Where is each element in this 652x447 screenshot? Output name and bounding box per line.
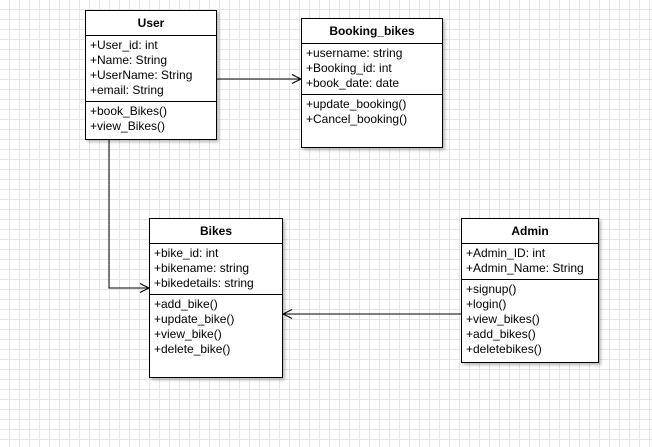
operation-row: +view_Bikes(): [90, 119, 166, 133]
attribute-row: +bike_id: int: [154, 246, 219, 260]
operation-row: +signup(): [466, 282, 517, 296]
operation-row: +login(): [466, 297, 507, 311]
operation-row: +deletebikes(): [466, 342, 542, 356]
class-name: Bikes: [150, 219, 282, 244]
attribute-row: +username: string: [306, 46, 403, 60]
operation-row: +book_Bikes(): [90, 104, 168, 118]
class-box-admin[interactable]: Admin+Admin_ID: int+Admin_Name: String+s…: [461, 218, 599, 363]
attribute-row: +bikedetails: string: [154, 276, 254, 290]
association-user-to-booking[interactable]: [217, 74, 303, 84]
operation-row: +update_bike(): [154, 312, 235, 326]
attribute-row: +User_id: int: [90, 38, 158, 52]
attribute-row: +Admin_Name: String: [466, 261, 584, 275]
attributes-compartment: +User_id: int+Name: String+UserName: Str…: [86, 36, 216, 102]
class-box-user[interactable]: User+User_id: int+Name: String+UserName:…: [85, 10, 217, 140]
association-admin-to-bikes[interactable]: [281, 309, 461, 319]
attribute-row: +UserName: String: [90, 68, 193, 82]
association-user-to-bikes[interactable]: [108, 140, 151, 293]
class-name: Booking_bikes: [302, 19, 442, 44]
operations-compartment: +book_Bikes()+view_Bikes(): [86, 102, 216, 139]
operation-row: +view_bikes(): [466, 312, 540, 326]
attribute-row: +Name: String: [90, 53, 168, 67]
class-box-bikes[interactable]: Bikes+bike_id: int+bikename: string+bike…: [149, 218, 283, 378]
class-name: User: [86, 11, 216, 36]
attributes-compartment: +bike_id: int+bikename: string+bikedetai…: [150, 244, 282, 295]
operations-compartment: +signup()+login()+view_bikes()+add_bikes…: [462, 280, 598, 362]
operations-compartment: +add_bike()+update_bike()+view_bike()+de…: [150, 295, 282, 377]
operation-row: +add_bikes(): [466, 327, 536, 341]
attribute-row: +book_date: date: [306, 76, 400, 90]
attribute-row: +email: String: [90, 83, 164, 97]
attribute-row: +Booking_id: int: [306, 61, 392, 75]
attributes-compartment: +username: string+Booking_id: int+book_d…: [302, 44, 442, 95]
attribute-row: +Admin_ID: int: [466, 246, 546, 260]
operation-row: +add_bike(): [154, 297, 218, 311]
class-name: Admin: [462, 219, 598, 244]
operations-compartment: +update_booking()+Cancel_booking(): [302, 95, 442, 147]
open-arrowhead-icon: [281, 309, 293, 319]
operation-row: +view_bike(): [154, 327, 222, 341]
attribute-row: +bikename: string: [154, 261, 250, 275]
attributes-compartment: +Admin_ID: int+Admin_Name: String: [462, 244, 598, 280]
association-line: [108, 140, 149, 289]
class-box-booking-bikes[interactable]: Booking_bikes+username: string+Booking_i…: [301, 18, 443, 148]
operation-row: +Cancel_booking(): [306, 112, 408, 126]
operation-row: +update_booking(): [306, 97, 407, 111]
operation-row: +delete_bike(): [154, 342, 231, 356]
